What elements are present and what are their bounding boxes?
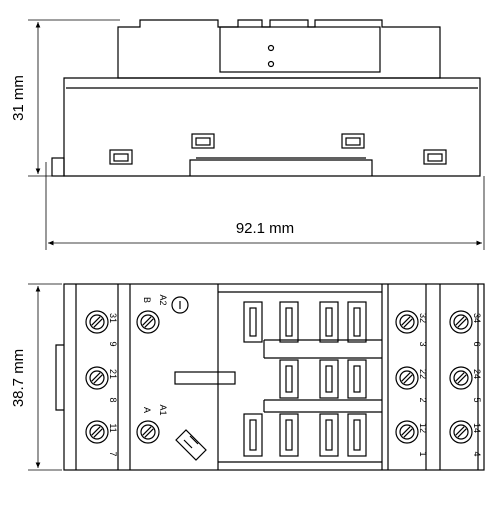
dim-width-label: 92.1 mm xyxy=(236,220,294,237)
terminal-screw-14 xyxy=(449,420,473,444)
coil-screw-A1 xyxy=(136,420,160,444)
terminal-label-5: 5 xyxy=(472,397,482,402)
terminal-screws xyxy=(85,310,473,444)
terminal-screw-21 xyxy=(85,366,109,390)
terminal-label-32: 32 xyxy=(418,313,428,323)
terminal-label-14: 14 xyxy=(472,423,482,433)
side-view xyxy=(51,19,481,177)
front-outer xyxy=(63,283,485,471)
side-latch-4 xyxy=(423,149,447,165)
front-center-block xyxy=(217,284,383,470)
terminal-label-11: 11 xyxy=(108,423,118,432)
terminal-label-12: 12 xyxy=(418,423,428,433)
dim-front-height-label: 38.7 mm xyxy=(10,349,27,407)
terminal-label-24: 24 xyxy=(472,369,482,379)
dim-side-height xyxy=(28,19,120,177)
terminal-label-9: 9 xyxy=(108,341,118,346)
pin-slots xyxy=(243,301,367,457)
front-indicator xyxy=(171,296,189,314)
side-top-inner xyxy=(219,26,381,73)
terminal-label-1: 1 xyxy=(418,451,428,456)
terminal-label-34: 34 xyxy=(472,313,482,323)
dim-width xyxy=(45,162,485,250)
side-dot-lower xyxy=(267,60,275,68)
terminal-label-31: 31 xyxy=(108,313,118,323)
side-latch-2 xyxy=(191,133,215,149)
terminal-screw-12 xyxy=(395,420,419,444)
terminal-screw-11 xyxy=(85,420,109,444)
terminal-label-6: 6 xyxy=(472,341,482,346)
front-side-clip xyxy=(55,344,64,411)
coil-label-A2: A2 xyxy=(158,294,168,305)
terminal-label-2: 2 xyxy=(418,397,428,402)
terminal-screw-34 xyxy=(449,310,473,334)
front-view xyxy=(55,283,485,471)
terminal-label-7: 7 xyxy=(108,451,118,456)
coil-label-B: B xyxy=(142,297,152,303)
coil-label-A1: A1 xyxy=(158,404,168,415)
side-latch-3 xyxy=(341,133,365,149)
terminal-screw-31 xyxy=(85,310,109,334)
coil-screw-A2 xyxy=(136,310,160,334)
terminal-screw-24 xyxy=(449,366,473,390)
terminal-label-3: 3 xyxy=(418,341,428,346)
terminal-screw-32 xyxy=(395,310,419,334)
terminal-screw-22 xyxy=(395,366,419,390)
side-main-body xyxy=(63,77,481,177)
diode-symbol xyxy=(175,429,207,461)
side-foot xyxy=(51,157,65,177)
side-top-module xyxy=(117,19,441,79)
side-rail-clip xyxy=(189,159,373,176)
side-dot-upper xyxy=(267,44,275,52)
terminal-label-22: 22 xyxy=(418,369,428,379)
terminal-label-4: 4 xyxy=(472,451,482,456)
front-index-bar xyxy=(174,371,236,385)
coil-label-A: A xyxy=(142,407,152,413)
dim-side-height-label: 31 mm xyxy=(10,75,27,121)
dim-front-height xyxy=(28,283,62,471)
terminal-label-21: 21 xyxy=(108,369,118,379)
terminal-label-8: 8 xyxy=(108,397,118,402)
side-latch-1 xyxy=(109,149,133,165)
